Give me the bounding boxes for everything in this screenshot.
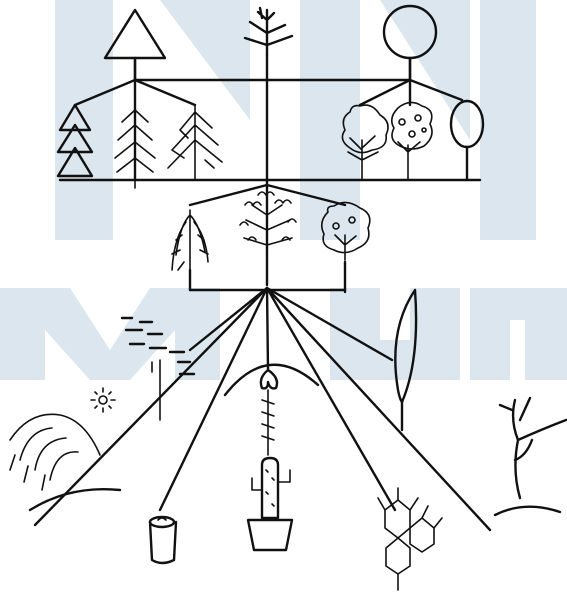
dome-arc [225, 365, 318, 395]
tree-stump-icon [150, 517, 176, 563]
hexagon-chain-plant-icon [378, 488, 442, 590]
spruce-sketch-icon [168, 105, 222, 180]
schematic-conifer-icon [105, 10, 165, 80]
branching-sapling-icon [245, 8, 292, 55]
upper-fan-lines [75, 80, 462, 180]
sun-icon [91, 388, 115, 412]
classification-lines [60, 55, 480, 292]
oak-tree-icon [392, 102, 432, 180]
willow-tree-icon [172, 210, 208, 275]
grass-clump-icon [10, 414, 120, 510]
sprout-icon [261, 370, 277, 455]
potted-cactus-icon [248, 458, 292, 550]
bare-snag-icon [495, 398, 566, 515]
pine-sketch-icon [115, 95, 155, 188]
